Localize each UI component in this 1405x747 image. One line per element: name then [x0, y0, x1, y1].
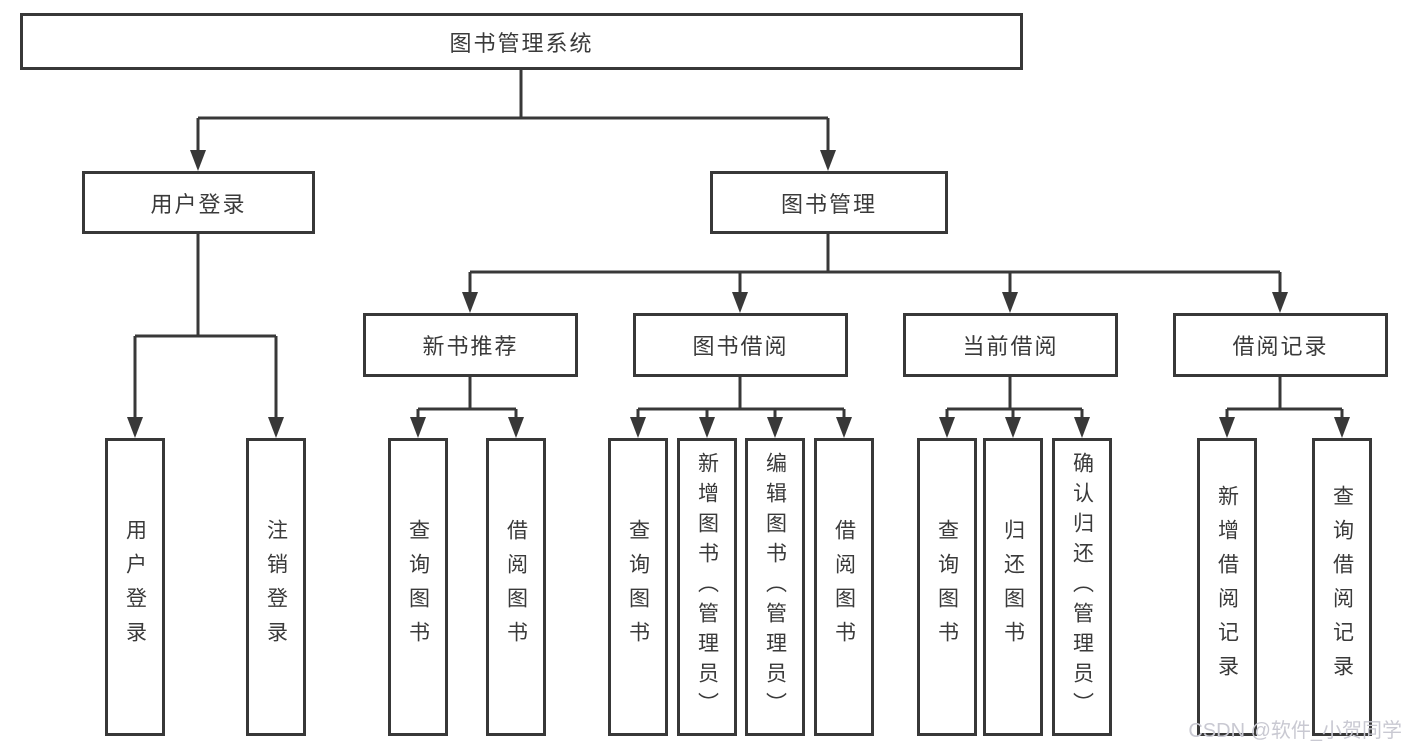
- connector-line: [416, 377, 518, 420]
- leaf-query-books-borrow: 查询图书: [608, 438, 668, 736]
- connector-root-to-level2: [190, 70, 836, 171]
- arrowhead: [1272, 292, 1288, 313]
- arrowhead: [1005, 417, 1021, 438]
- connector-borrow-children: [630, 377, 852, 438]
- node-label: 查询借阅记录: [1330, 485, 1354, 689]
- node-current-borrow: 当前借阅: [903, 313, 1118, 377]
- connector-current-children: [939, 377, 1090, 438]
- node-user-login: 用户登录: [82, 171, 315, 234]
- node-new-book-recommend: 新书推荐: [363, 313, 578, 377]
- node-borrow-records: 借阅记录: [1173, 313, 1388, 377]
- arrowhead: [1334, 417, 1350, 438]
- node-label: 查询图书: [935, 519, 959, 655]
- node-label: 归还图书: [1001, 519, 1025, 655]
- node-label: 图书借阅: [692, 334, 789, 359]
- arrowhead: [127, 417, 143, 438]
- arrowhead: [268, 417, 284, 438]
- arrowhead: [732, 292, 748, 313]
- node-label: 用户登录: [150, 191, 247, 217]
- connector-records-children: [1219, 377, 1350, 438]
- node-label: 查询图书: [406, 519, 430, 655]
- arrowhead: [1219, 417, 1235, 438]
- connector-line: [945, 377, 1084, 420]
- node-label: 借阅图书: [832, 519, 856, 655]
- node-label: 新书推荐: [422, 334, 519, 359]
- node-label: 确认归还（管理员）: [1070, 452, 1094, 722]
- arrowhead: [767, 417, 783, 438]
- arrowhead: [462, 292, 478, 313]
- arrowhead: [410, 417, 426, 438]
- connector-line: [196, 70, 830, 153]
- node-book-borrow: 图书借阅: [633, 313, 848, 377]
- leaf-logout: 注销登录: [246, 438, 306, 736]
- leaf-return-books: 归还图书: [983, 438, 1043, 736]
- node-label: 图书管理: [780, 191, 877, 217]
- node-label: 编辑图书（管理员）: [763, 452, 787, 722]
- node-label: 新增借阅记录: [1215, 485, 1239, 689]
- arrowhead: [939, 417, 955, 438]
- connector-line: [133, 234, 278, 420]
- watermark: CSDN @软件_小贺同学: [1188, 720, 1402, 742]
- connector-book-mgmt-children: [462, 234, 1288, 313]
- leaf-add-borrow-record: 新增借阅记录: [1197, 438, 1257, 736]
- node-label: 当前借阅: [962, 334, 1059, 359]
- leaf-query-borrow-record: 查询借阅记录: [1312, 438, 1372, 736]
- connector-line: [1225, 377, 1344, 420]
- connector-line: [468, 234, 1282, 295]
- leaf-query-books-recommend: 查询图书: [388, 438, 448, 736]
- leaf-borrow-books-borrow: 借阅图书: [814, 438, 874, 736]
- node-label: 用户登录: [123, 519, 147, 655]
- node-label: 注销登录: [264, 519, 288, 655]
- node-label: 借阅图书: [504, 519, 528, 655]
- leaf-query-books-current: 查询图书: [917, 438, 977, 736]
- connector-recommend-children: [410, 377, 524, 438]
- arrowhead: [1002, 292, 1018, 313]
- arrowhead: [190, 150, 206, 171]
- node-label: 图书管理系统: [449, 30, 594, 56]
- arrowhead: [836, 417, 852, 438]
- arrowhead: [820, 150, 836, 171]
- leaf-add-books-admin: 新增图书（管理员）: [677, 438, 737, 736]
- leaf-confirm-return-admin: 确认归还（管理员）: [1052, 438, 1112, 736]
- node-label: 查询图书: [626, 519, 650, 655]
- leaf-borrow-books-recommend: 借阅图书: [486, 438, 546, 736]
- leaf-user-login: 用户登录: [105, 438, 165, 736]
- node-label: 借阅记录: [1232, 334, 1329, 359]
- arrowhead: [508, 417, 524, 438]
- arrowhead: [1074, 417, 1090, 438]
- node-root: 图书管理系统: [20, 13, 1023, 70]
- node-book-management: 图书管理: [710, 171, 948, 234]
- arrowhead: [630, 417, 646, 438]
- connector-user-login-children: [127, 234, 284, 438]
- arrowhead: [699, 417, 715, 438]
- node-label: 新增图书（管理员）: [695, 452, 719, 722]
- leaf-edit-books-admin: 编辑图书（管理员）: [745, 438, 805, 736]
- connector-line: [636, 377, 846, 420]
